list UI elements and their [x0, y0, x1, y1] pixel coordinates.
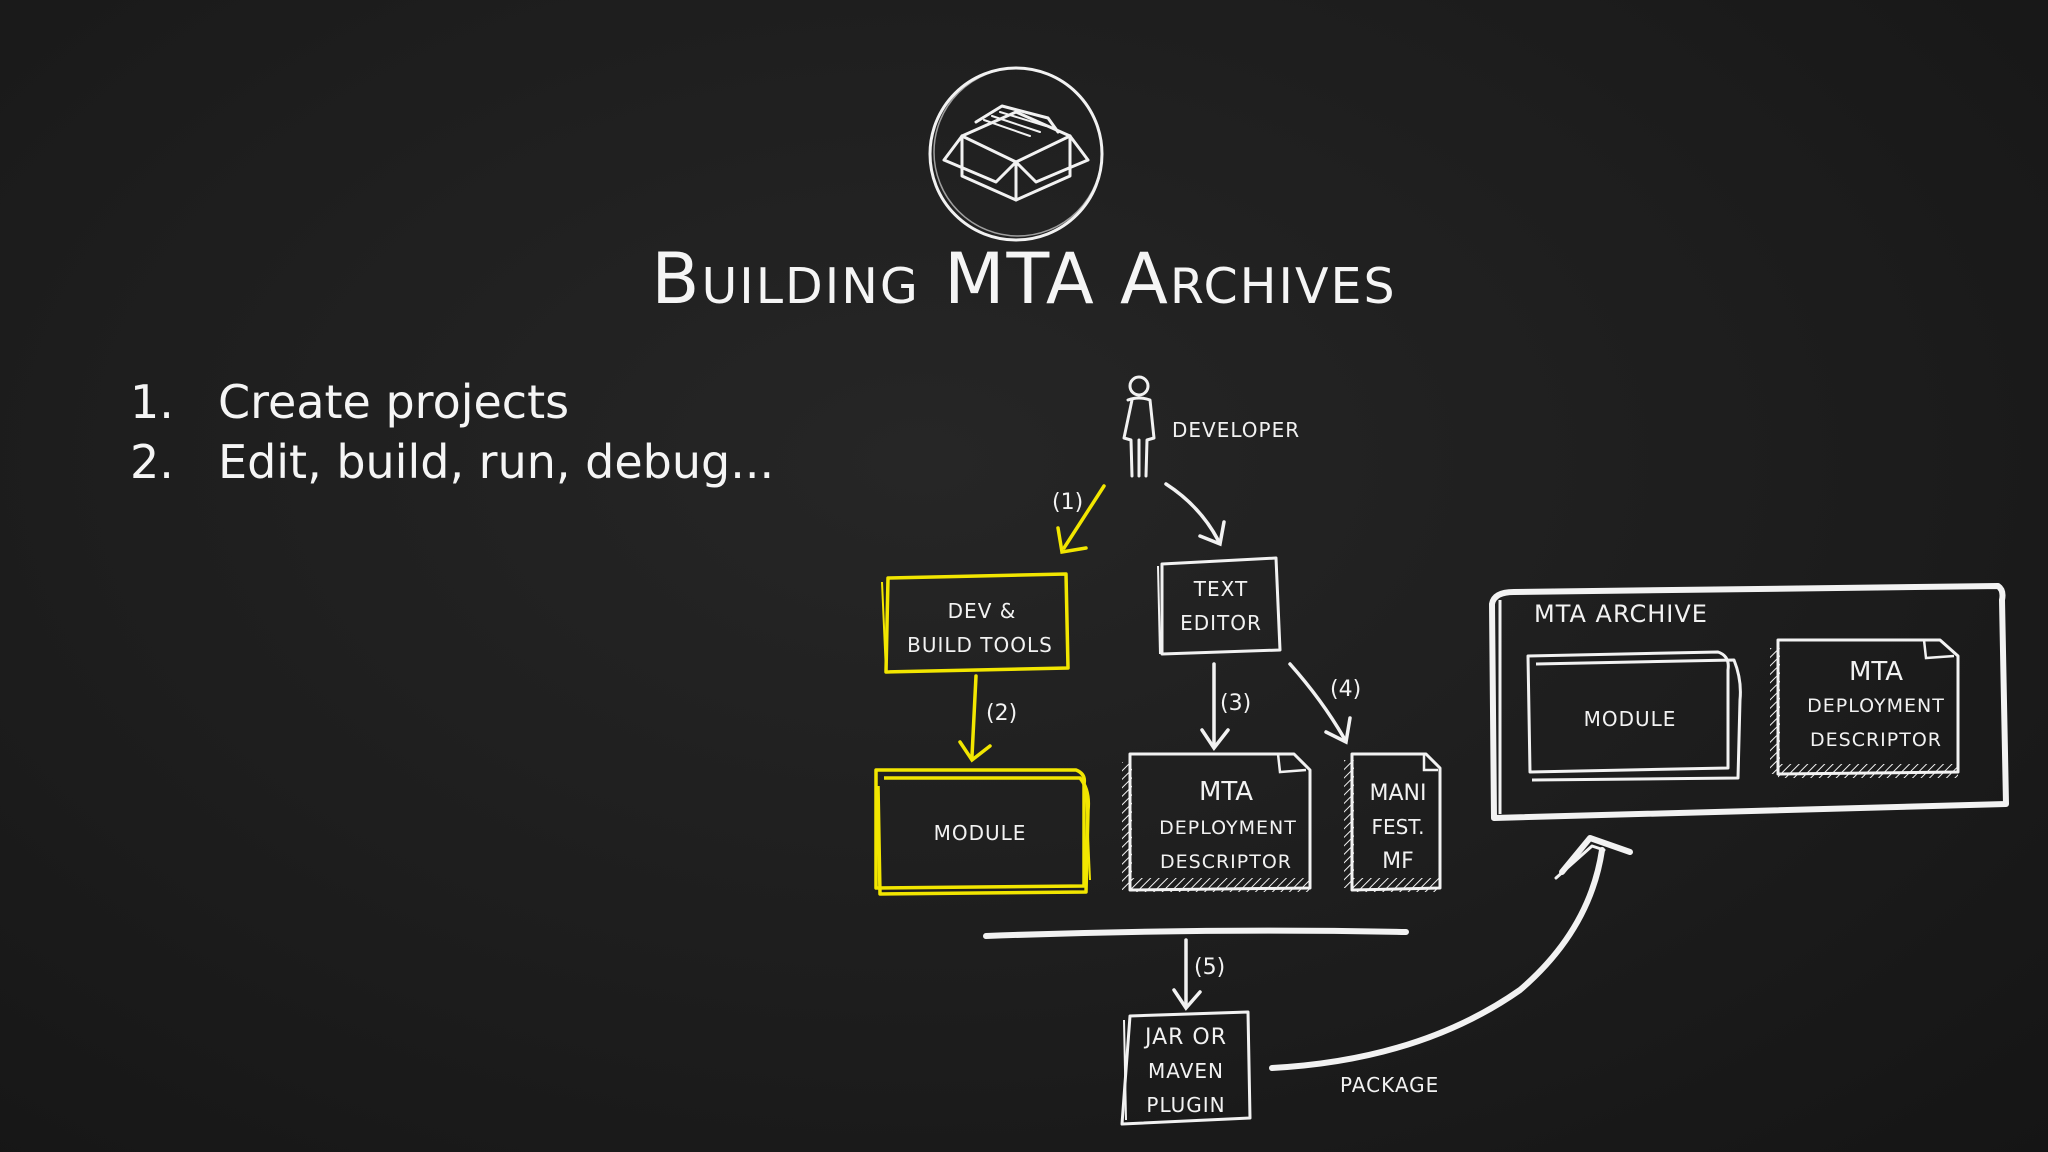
- mta-archive-label: MTA ARCHIVE: [1534, 600, 1708, 628]
- step-text: Create projects: [218, 375, 570, 429]
- archive-descriptor-line-1: MTA: [1849, 657, 1903, 687]
- dev-build-tools-line-2: BUILD TOOLS: [907, 633, 1053, 657]
- arrow-step-3: [1200, 662, 1230, 751]
- list-item: 1. Create projects: [130, 372, 774, 432]
- archive-module-label: MODULE: [1584, 707, 1677, 731]
- step-number: 2.: [130, 435, 174, 489]
- step-number: 1.: [130, 375, 174, 429]
- arrow-step-4: [1288, 662, 1352, 745]
- dev-build-tools-line-1: DEV &: [948, 599, 1017, 623]
- arrow-step-1: [1056, 484, 1106, 555]
- text-editor-line-1: TEXT: [1193, 577, 1248, 601]
- steps-list: 1. Create projects 2. Edit, build, run, …: [130, 372, 774, 492]
- jar-plugin-line-1: JAR OR: [1143, 1025, 1227, 1050]
- list-item: 2. Edit, build, run, debug...: [130, 432, 774, 492]
- step-2-label: (2): [986, 701, 1017, 726]
- dev-build-tools-box: DEV & BUILD TOOLS: [881, 572, 1070, 674]
- step-4-label: (4): [1330, 677, 1361, 702]
- step-5-label: (5): [1194, 955, 1225, 980]
- jar-plugin-line-3: PLUGIN: [1146, 1093, 1225, 1117]
- mta-descriptor-line-1: MTA: [1199, 777, 1253, 807]
- manifest-line-2: FEST.: [1371, 815, 1424, 839]
- arrow-step-5: [1172, 938, 1202, 1011]
- module-box: [874, 768, 1091, 896]
- manifest-line-3: MF: [1382, 849, 1414, 874]
- arrow-to-editor: [1164, 482, 1226, 547]
- developer-icon: [1122, 375, 1156, 478]
- package-label: PACKAGE: [1340, 1073, 1439, 1097]
- jar-plugin-line-2: MAVEN: [1148, 1059, 1224, 1083]
- archive-descriptor-document: MTA DEPLOYMENT DESCRIPTOR: [1770, 638, 1960, 778]
- text-editor-box: TEXT EDITOR: [1157, 556, 1282, 656]
- manifest-document: MANI FEST. MF: [1344, 752, 1442, 892]
- mta-archive-container: MTA ARCHIVE MODULE MTA DEPLOYMENT DESCRI…: [1489, 583, 2009, 821]
- archive-module-box: [1526, 650, 1742, 782]
- arrow-step-2: [958, 674, 992, 763]
- text-editor-line-2: EDITOR: [1180, 611, 1262, 635]
- manifest-line-1: MANI: [1370, 781, 1427, 806]
- jar-maven-plugin-box: JAR OR MAVEN PLUGIN: [1120, 1010, 1252, 1126]
- step-1-label: (1): [1052, 490, 1083, 515]
- step-3-label: (3): [1220, 691, 1251, 716]
- mta-descriptor-line-2: DEPLOYMENT: [1159, 817, 1297, 839]
- package-arrow: [1269, 835, 1633, 1071]
- collector-line: [983, 927, 1409, 939]
- archive-descriptor-line-3: DESCRIPTOR: [1810, 729, 1942, 751]
- box-icon: [928, 66, 1104, 242]
- mta-descriptor-document: MTA DEPLOYMENT DESCRIPTOR: [1122, 752, 1312, 892]
- developer-label: DEVELOPER: [1172, 418, 1300, 442]
- page-title: Building MTA Archives: [651, 238, 1397, 320]
- module-label: MODULE: [934, 821, 1027, 845]
- archive-descriptor-line-2: DEPLOYMENT: [1807, 695, 1945, 717]
- step-text: Edit, build, run, debug...: [218, 435, 775, 489]
- mta-descriptor-line-3: DESCRIPTOR: [1160, 851, 1292, 873]
